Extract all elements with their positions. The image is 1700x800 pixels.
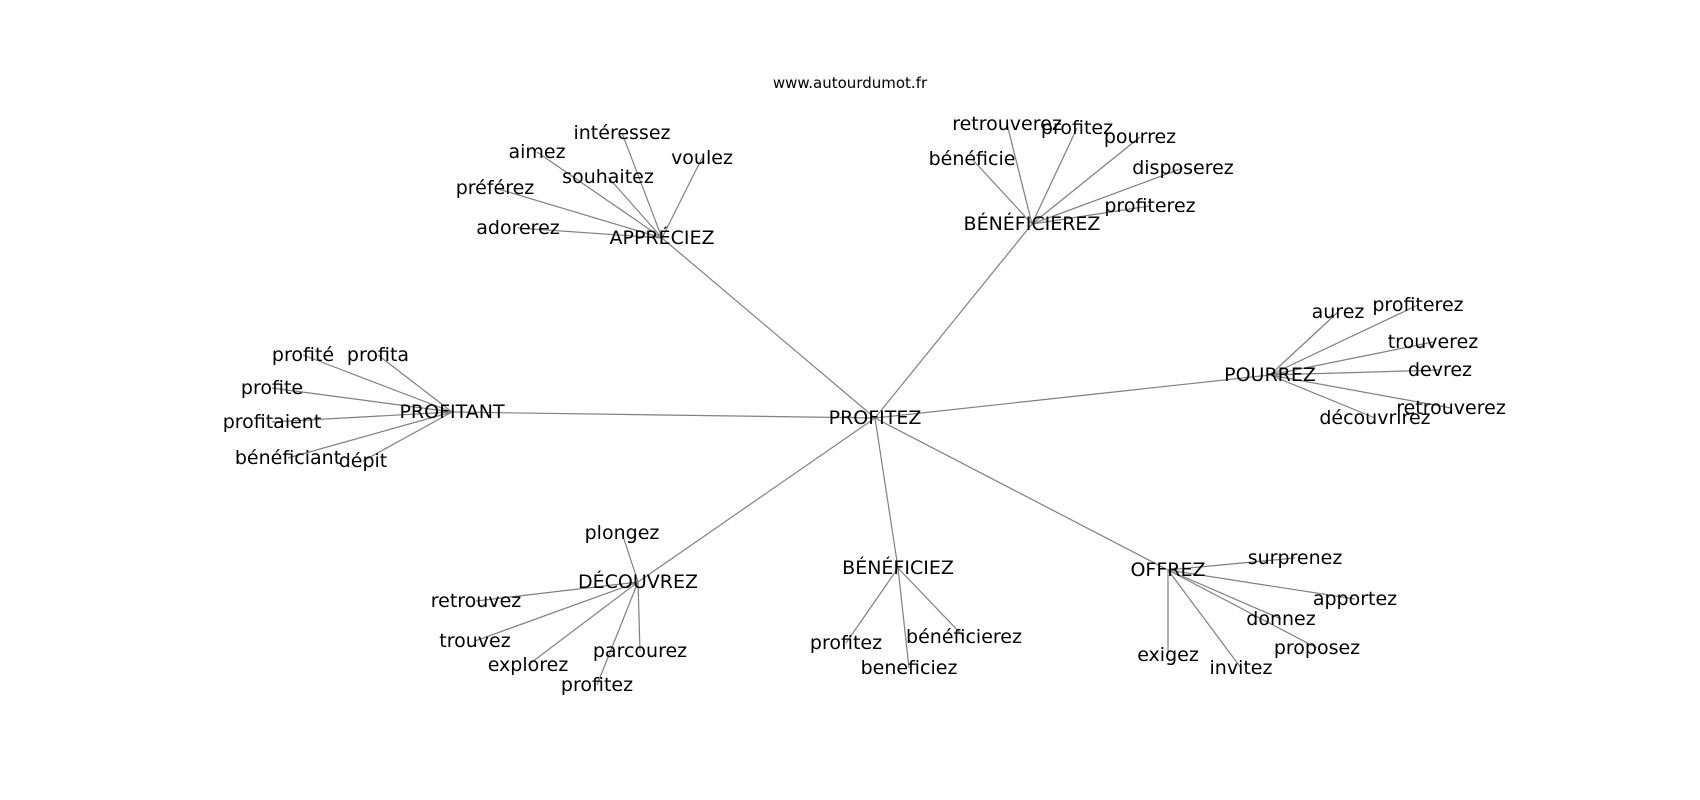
- leaf-node-label: trouvez: [439, 630, 510, 652]
- edge-hub-leaf: [362, 411, 453, 462]
- edge-center-hub: [637, 417, 876, 583]
- hub-node-label: POURREZ: [1224, 364, 1316, 386]
- leaf-node-label: intéressez: [573, 122, 670, 144]
- leaf-node-label: profite: [241, 377, 303, 399]
- edge-hub-leaf: [897, 567, 910, 669]
- leaf-node-label: profitez: [1041, 117, 1113, 139]
- edges-layer: [271, 123, 1452, 686]
- edge-center-hub: [451, 411, 876, 419]
- edge-hub-leaf: [1269, 311, 1339, 376]
- edge-hub-leaf: [1269, 341, 1434, 376]
- edge-hub-leaf: [474, 581, 639, 642]
- edge-hub-leaf: [475, 581, 639, 602]
- edge-hub-leaf: [607, 176, 663, 239]
- leaf-node-label: retrouverez: [952, 113, 1062, 135]
- hub-node-label: DÉCOUVREZ: [578, 570, 698, 593]
- leaf-node-label: donnez: [1246, 608, 1315, 630]
- edge-hub-leaf: [287, 411, 453, 459]
- leaf-node-label: plongez: [585, 522, 660, 544]
- edge-hub-leaf: [621, 132, 663, 239]
- labels-layer: PROFITEZ APPRÉCIEZ intéressez aimez voulez so…: [223, 113, 1506, 696]
- edge-hub-leaf: [377, 354, 453, 413]
- leaf-node-label: bénéficie: [929, 148, 1016, 170]
- leaf-node-label: surprenez: [1248, 547, 1343, 569]
- edge-hub-leaf: [302, 354, 453, 413]
- edge-hub-leaf: [1167, 569, 1356, 600]
- leaf-node-label: trouverez: [1388, 331, 1479, 353]
- edge-hub-leaf: [1031, 167, 1184, 225]
- leaf-node-label: profitez: [561, 674, 633, 696]
- leaf-node-label: souhaitez: [562, 166, 654, 188]
- edge-hub-leaf: [1269, 374, 1376, 419]
- leaf-node-label: adorerez: [476, 217, 559, 239]
- edge-center-hub: [874, 417, 1169, 571]
- edge-center-hub: [874, 374, 1271, 419]
- hub-node-label: OFFREZ: [1130, 559, 1205, 581]
- edge-center-hub: [874, 223, 1033, 419]
- edge-hub-leaf: [536, 151, 663, 239]
- edge-hub-leaf: [1167, 557, 1296, 571]
- leaf-node-label: pourrez: [1104, 126, 1176, 148]
- edge-hub-leaf: [1167, 569, 1318, 649]
- leaf-node-label: retrouverez: [1396, 397, 1506, 419]
- hub-node-label: PROFITANT: [399, 401, 504, 423]
- leaf-node-label: apportez: [1313, 588, 1397, 610]
- leaf-node-label: profiterez: [1372, 294, 1463, 316]
- edge-hub-leaf: [1031, 136, 1141, 225]
- edge-center-hub: [874, 417, 899, 569]
- edge-hub-leaf: [1269, 369, 1441, 376]
- hub-node-label: BÉNÉFICIEREZ: [964, 212, 1101, 235]
- edge-hub-leaf: [845, 567, 899, 644]
- leaf-node-label: retrouvez: [431, 590, 522, 612]
- edge-hub-leaf: [1269, 304, 1419, 376]
- center-node-label: PROFITEZ: [829, 407, 922, 429]
- leaf-node-label: devrez: [1408, 359, 1472, 381]
- leaf-node-label: invitez: [1210, 657, 1273, 679]
- edge-hub-leaf: [1031, 127, 1078, 225]
- leaf-node-label: exigez: [1137, 644, 1199, 666]
- edge-hub-leaf: [494, 187, 663, 239]
- leaf-node-label: profita: [347, 344, 409, 366]
- edge-hub-leaf: [271, 387, 453, 413]
- edge-hub-leaf: [517, 227, 663, 239]
- leaf-node-label: dépit: [339, 450, 388, 472]
- chart-title: www.autourdumot.fr: [773, 74, 928, 92]
- edge-center-hub: [661, 237, 876, 419]
- edge-hub-leaf: [1006, 123, 1033, 225]
- leaf-node-label: parcourez: [593, 640, 687, 662]
- edge-hub-leaf: [661, 157, 703, 239]
- hub-node-label: BÉNÉFICIEZ: [842, 556, 954, 579]
- leaf-node-label: voulez: [671, 147, 733, 169]
- leaf-node-label: explorez: [488, 654, 569, 676]
- leaf-node-label: profiterez: [1104, 195, 1195, 217]
- leaf-node-label: profitez: [810, 632, 882, 654]
- leaf-node-label: beneficiez: [861, 657, 958, 679]
- edge-hub-leaf: [271, 411, 453, 423]
- leaf-node-label: aurez: [1312, 301, 1365, 323]
- leaf-node-label: bénéficiant: [235, 447, 341, 469]
- edge-hub-leaf: [897, 567, 965, 638]
- leaf-node-label: bénéficierez: [906, 626, 1022, 648]
- hub-node-label: APPRÉCIEZ: [609, 226, 714, 249]
- edge-hub-leaf: [527, 581, 639, 666]
- leaf-node-label: aimez: [508, 141, 565, 163]
- leaf-node-label: disposerez: [1132, 157, 1234, 179]
- edge-hub-leaf: [621, 532, 639, 583]
- edge-hub-leaf: [1167, 569, 1282, 620]
- edge-hub-leaf: [1167, 569, 1242, 669]
- edge-hub-leaf: [637, 581, 641, 652]
- leaf-node-label: profitaient: [223, 411, 322, 433]
- edge-hub-leaf: [971, 158, 1033, 225]
- leaf-node-label: découvrirez: [1319, 407, 1430, 429]
- leaf-node-label: profité: [272, 344, 334, 366]
- leaf-node-label: préférez: [456, 177, 535, 199]
- leaf-node-label: proposez: [1274, 637, 1360, 659]
- edge-hub-leaf: [596, 581, 639, 686]
- edge-hub-leaf: [1269, 374, 1452, 409]
- edge-hub-leaf: [1031, 205, 1151, 225]
